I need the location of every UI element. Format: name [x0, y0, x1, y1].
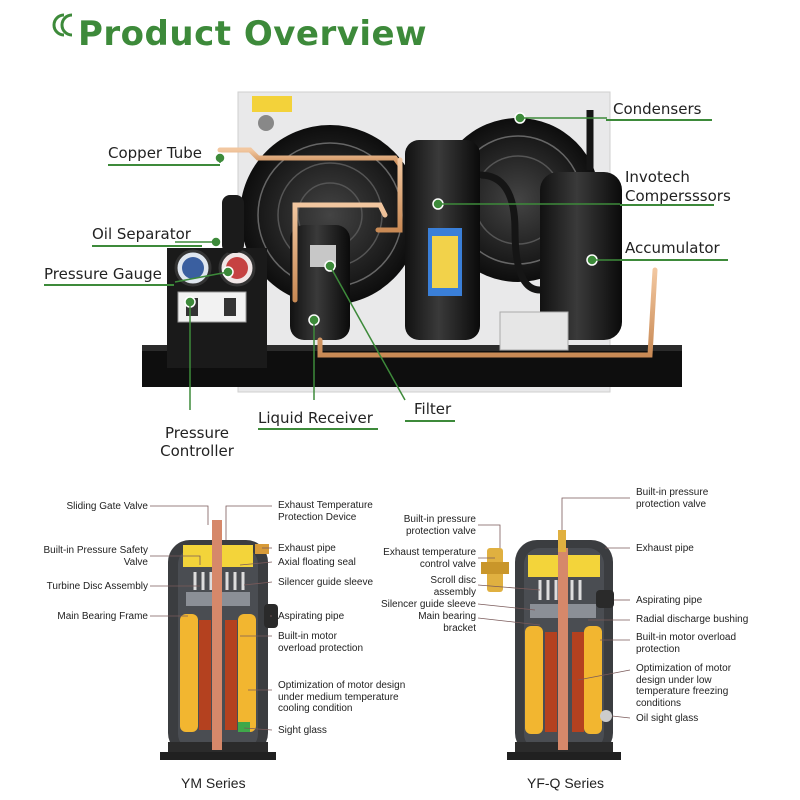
label-pressure-controller: Pressure Controller — [152, 424, 242, 460]
ym-label-exhaust-temp-device: Exhaust Temperature Protection Device — [278, 500, 373, 523]
accumulator — [540, 172, 622, 340]
yfq-label-oil-sight-glass: Oil sight glass — [636, 713, 699, 724]
label-oil-separator: Oil Separator — [92, 225, 191, 243]
underline-accumulator — [620, 259, 728, 261]
yfq-label-motor-overload: Built-in motor overload protection — [636, 632, 737, 655]
label-compressors: Invotech Compersssors — [625, 168, 731, 206]
underline-filter — [405, 420, 455, 422]
underline-pressure-gauge — [44, 284, 174, 286]
label-compressors-line1: Invotech — [625, 168, 690, 186]
label-copper-tube: Copper Tube — [108, 144, 202, 162]
label-pressure-gauge: Pressure Gauge — [44, 265, 162, 283]
label-compressors-line2: Compersssors — [625, 187, 731, 205]
label-liquid-receiver: Liquid Receiver — [258, 409, 373, 427]
condensing-unit-illustration — [142, 91, 682, 410]
yfq-label-exhaust-pipe: Exhaust pipe — [636, 543, 694, 554]
label-condensers: Condensers — [613, 100, 702, 118]
underline-compressors — [620, 204, 714, 206]
underline-condensers — [606, 119, 712, 121]
underline-liquid-receiver — [258, 428, 378, 430]
label-accumulator: Accumulator — [625, 239, 720, 257]
label-filter: Filter — [414, 400, 452, 418]
ym-label-main-bearing-frame: Main Bearing Frame — [57, 611, 148, 622]
oil-separator — [222, 195, 244, 253]
yfq-label-main-bearing-bracket: Main bearing bracket — [418, 611, 476, 634]
ym-label-turbine-disc-assembly: Turbine Disc Assembly — [46, 581, 148, 592]
ym-label-aspirating-pipe: Aspirating pipe — [278, 611, 345, 622]
ym-label-silencer-guide-sleeve: Silencer guide sleeve — [278, 577, 374, 588]
label-pressure-controller-line2: Controller — [160, 442, 234, 460]
ym-label-motor-optimization: Optimization of motor design under mediu… — [278, 680, 406, 714]
ym-label-sight-glass: Sight glass — [278, 725, 327, 736]
underline-oil-separator — [92, 245, 202, 247]
underline-copper-tube — [108, 164, 220, 166]
yfq-label-scroll-disc-assembly: Scroll disc assembly — [430, 575, 476, 598]
ym-cutaway — [160, 520, 278, 760]
yfq-label-motor-optimization: Optimization of motor design under low t… — [636, 663, 732, 709]
ym-label-pressure-safety-valve: Built-in Pressure Safety Valve — [43, 545, 149, 568]
ym-series-label: YM Series — [181, 775, 246, 791]
yfq-label-aspirating-pipe: Aspirating pipe — [636, 595, 703, 606]
yfq-cutaway — [481, 530, 621, 760]
ym-label-axial-floating-seal: Axial floating seal — [278, 557, 356, 568]
label-pressure-controller-line1: Pressure — [164, 424, 230, 442]
page-title: Product Overview — [78, 14, 428, 54]
yfq-label-exhaust-temp-control-valve: Exhaust temperature control valve — [383, 547, 476, 570]
yfq-label-silencer-guide-sleeve: Silencer guide sleeve — [380, 599, 476, 610]
yfq-series-label: YF-Q Series — [527, 775, 605, 791]
ym-label-motor-overload: Built-in motor overload protection — [278, 631, 364, 654]
leaf-logo-icon — [52, 13, 73, 37]
fan-left — [240, 125, 420, 305]
ym-label-sliding-gate-valve: Sliding Gate Valve — [66, 501, 148, 512]
yfq-label-radial-discharge-bushing: Radial discharge bushing — [636, 614, 749, 625]
yfq-label-pressure-protection-valve-right: Built-in pressure protection valve — [636, 487, 709, 510]
ym-label-exhaust-pipe: Exhaust pipe — [278, 543, 336, 554]
yfq-label-pressure-protection-valve-left: Built-in pressure protection valve — [403, 514, 476, 537]
